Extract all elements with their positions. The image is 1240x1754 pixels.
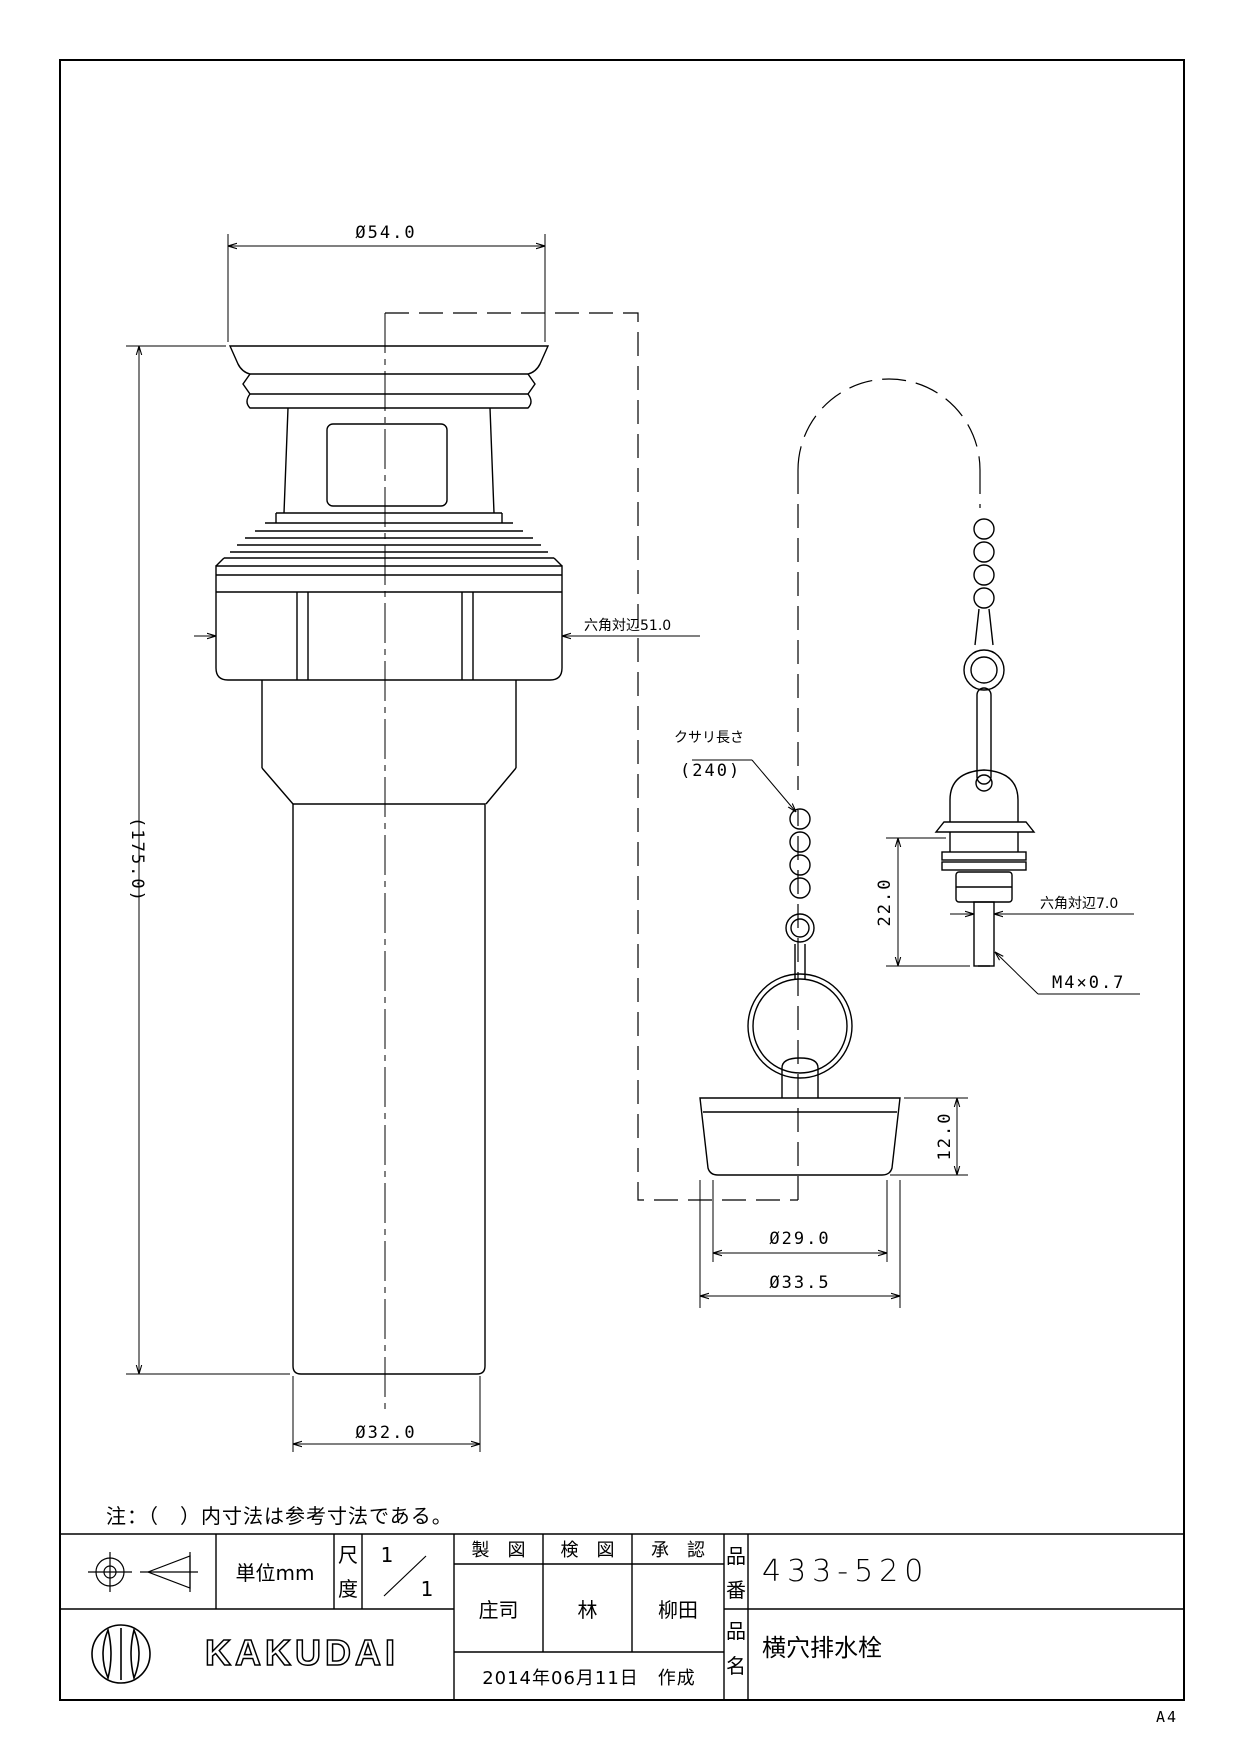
header-drafted: 製 図: [471, 1540, 526, 1561]
drawing-note: 注：（ ）内寸法は参考寸法である。: [106, 1504, 453, 1528]
hook-dimensions: [886, 837, 1140, 995]
unit-label: 単位mm: [235, 1561, 315, 1585]
dim-hex-small: 六角対辺7.0: [1040, 896, 1118, 912]
projection-symbol-icon: [88, 1552, 198, 1592]
header-approved: 承 認: [651, 1540, 705, 1561]
chain-path: [385, 312, 981, 1201]
dim-hook-height: 22.0: [875, 878, 895, 927]
name-checked: 林: [577, 1597, 598, 1622]
drawing-frame: [59, 59, 1185, 1701]
dim-top-diameter: Ø54.0: [355, 223, 416, 243]
scale-label-bottom: 度: [338, 1576, 358, 1601]
dim-stopper-height: 12.0: [935, 1112, 955, 1161]
kakudai-logo-mark: [91, 1624, 151, 1684]
dim-hex-main: 六角対辺51.0: [584, 618, 671, 634]
dim-chain-length: (240): [680, 761, 741, 781]
dim-thread: M4×0.7: [1052, 973, 1125, 993]
part-name: 横穴排水栓: [762, 1633, 882, 1662]
dim-bottom-diameter: Ø32.0: [355, 1423, 416, 1443]
stopper-dimensions: [692, 759, 968, 1308]
hook-assembly: [934, 518, 1036, 967]
name-drafted: 庄司: [478, 1597, 519, 1622]
drain-dimensions: [126, 234, 700, 1452]
sheet-size: A4: [1155, 1708, 1178, 1726]
header-checked: 検 図: [560, 1540, 615, 1561]
creation-date: 2014年06月11日 作成: [482, 1667, 696, 1689]
part-no-label-bottom: 番: [726, 1577, 746, 1602]
drain-body: [215, 313, 563, 1410]
dim-stopper-outer-diameter: Ø33.5: [769, 1273, 830, 1293]
stopper-assembly: [699, 808, 901, 1176]
label-chain-length: クサリ長さ: [674, 730, 744, 746]
scale-numerator: 1: [380, 1543, 394, 1567]
scale-label-top: 尺: [338, 1542, 358, 1567]
name-approved: 柳田: [658, 1597, 698, 1622]
scale-denominator: 1: [420, 1577, 434, 1601]
part-name-label-top: 品: [726, 1618, 746, 1643]
part-no-label-top: 品: [726, 1543, 746, 1568]
dim-height: (175.0): [127, 817, 147, 903]
part-name-label-bottom: 名: [726, 1653, 746, 1678]
dim-stopper-inner-diameter: Ø29.0: [769, 1229, 830, 1249]
title-block-grid: [59, 1533, 1185, 1701]
part-number: 433-520: [762, 1554, 930, 1589]
brand-logo-text: KAKUDAI: [204, 1631, 399, 1674]
